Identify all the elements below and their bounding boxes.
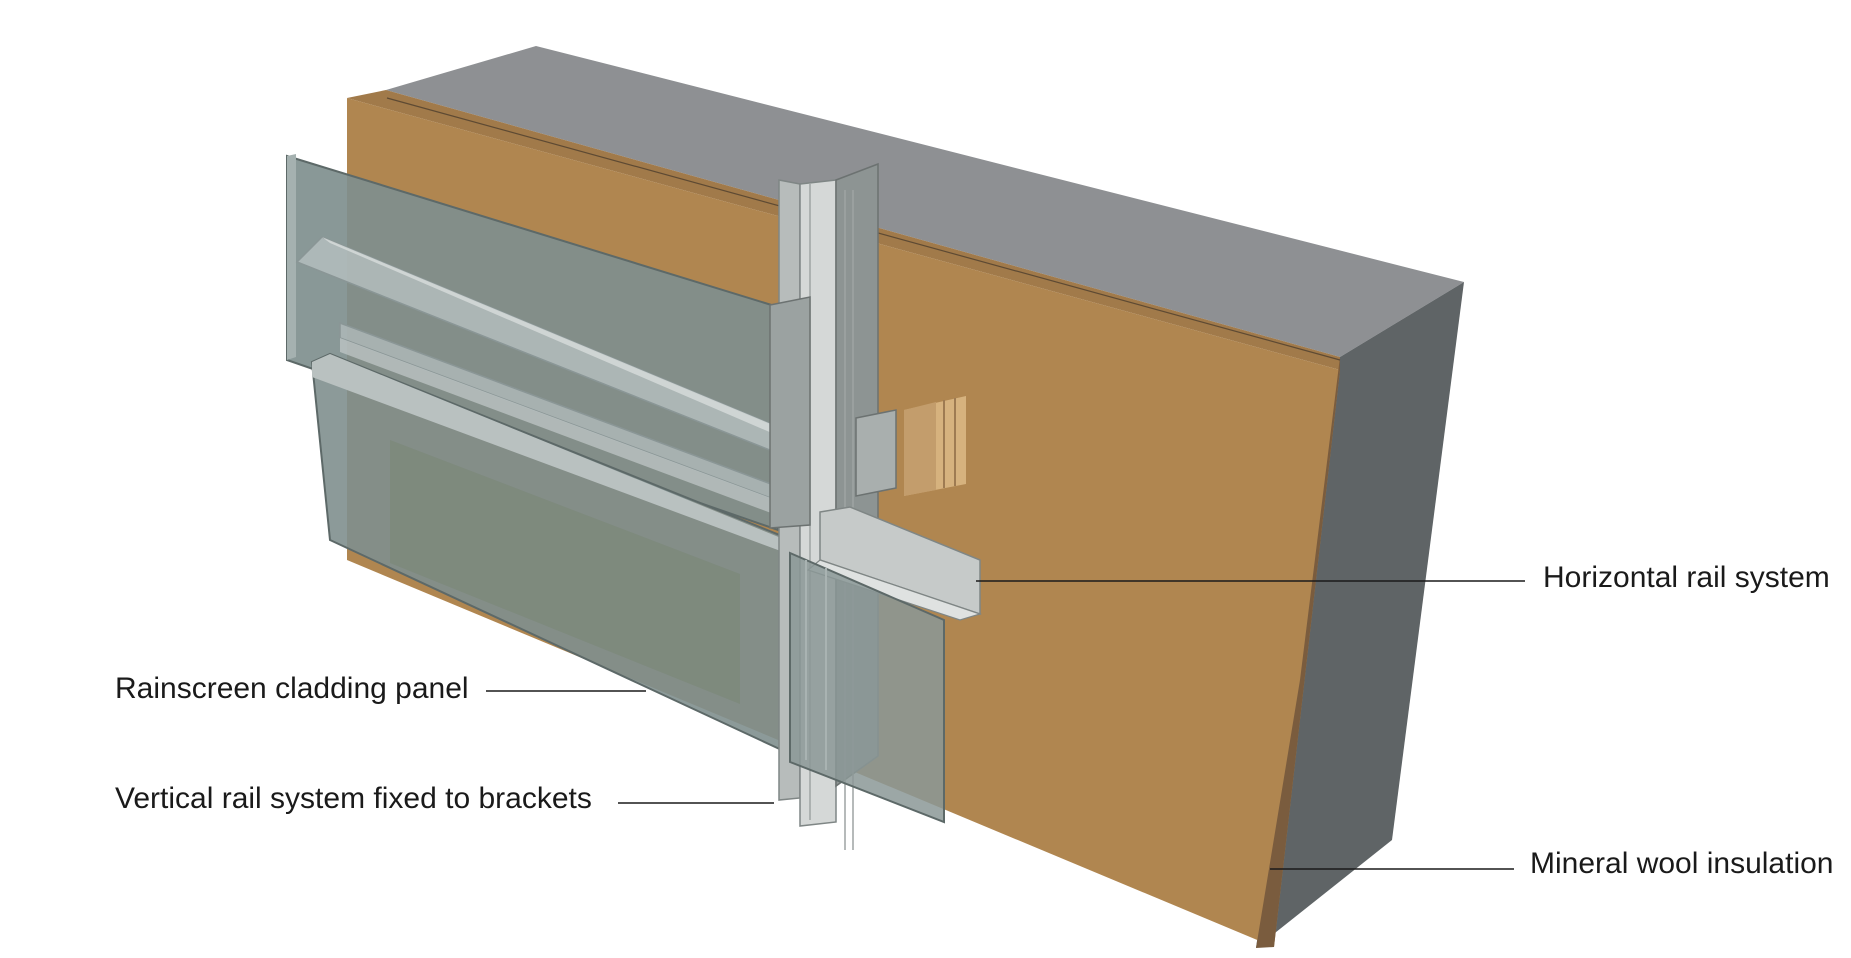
label-horizontal-rail-system: Horizontal rail system: [1543, 561, 1830, 594]
label-vertical-rail-system: Vertical rail system fixed to brackets: [115, 782, 592, 815]
wall-top-face: [386, 46, 1464, 357]
callout-lines: [486, 580, 1525, 870]
junction-brackets: [769, 296, 982, 621]
wall-side-face: [1256, 282, 1464, 948]
concrete-wall: [386, 46, 1464, 948]
bracket-notch: [904, 396, 966, 496]
label-mineral-wool-insulation: Mineral wool insulation: [1530, 847, 1834, 880]
label-rainscreen-cladding-panel: Rainscreen cladding panel: [115, 672, 469, 705]
rainscreen-panel-front: [789, 551, 945, 824]
horizontal-rails: [295, 236, 796, 522]
